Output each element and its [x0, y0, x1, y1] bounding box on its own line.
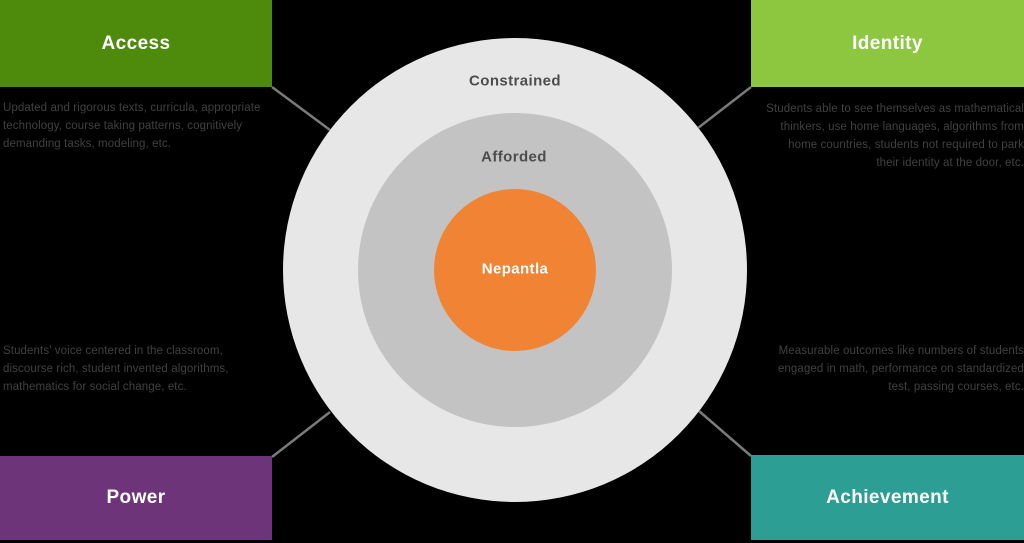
- power-box: Power: [0, 456, 272, 540]
- connector-power-line: [271, 411, 331, 458]
- identity-box-label: Identity: [852, 32, 923, 54]
- access-description: Updated and rigorous texts, curricula, a…: [3, 102, 261, 150]
- ring-label-afforded: Afforded: [481, 148, 547, 166]
- ring-label-constrained: Constrained: [469, 72, 561, 90]
- identity-box: Identity: [751, 0, 1024, 87]
- achievement-description: Measurable outcomes like numbers of stud…: [777, 345, 1024, 393]
- power-description: Students' voice centered in the classroo…: [3, 345, 229, 393]
- achievement-box-label: Achievement: [826, 486, 949, 508]
- power-box-label: Power: [106, 487, 166, 508]
- ring-label-nepantla: Nepantla: [481, 260, 549, 278]
- connector-achievement-line: [698, 410, 752, 457]
- access-box: Access: [0, 0, 272, 87]
- identity-description: Students able to see themselves as mathe…: [766, 103, 1024, 169]
- ring-nepantla: [434, 189, 596, 351]
- access-box-label: Access: [101, 32, 171, 54]
- achievement-box: Achievement: [751, 455, 1024, 540]
